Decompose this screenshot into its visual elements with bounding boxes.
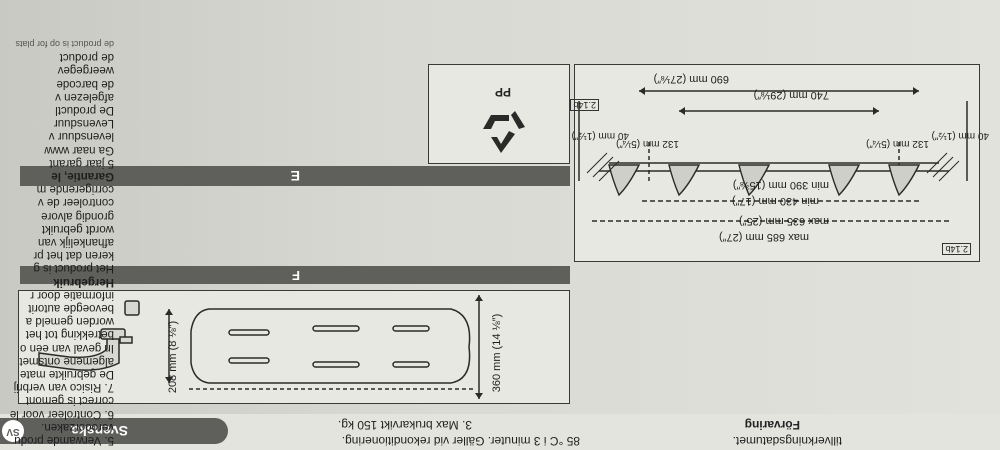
seat-outline-drawing xyxy=(38,295,483,399)
max-weight-text: 3. Max brukarvikt 150 kg. xyxy=(337,418,472,432)
dim-40-right-label: 40 mm (1½″) xyxy=(931,130,989,141)
dim-740-label: 740 mm (29⅛″) xyxy=(753,89,829,101)
dim-360-label: 360 mm (14 ⅛″) xyxy=(490,313,503,393)
heading-reuse: Hergebruik xyxy=(53,275,114,288)
max-635-label: max 635 mm (25″) xyxy=(738,215,829,227)
storage-heading: Förvaring xyxy=(744,418,800,432)
heading-warranty: Garantie, le xyxy=(51,169,114,182)
icon-2-14b-mid: 2.14b xyxy=(570,99,599,111)
icon-2-14b-top: 2.14b xyxy=(942,243,971,255)
dim-208-label: 208 mm (8 ⅛″) xyxy=(166,320,179,394)
section-f-letter: F xyxy=(292,268,300,283)
recycle-panel: PP xyxy=(428,64,570,164)
footer-partial: de product is op for plats xyxy=(15,38,114,49)
manufacture-date-text: tillverkningsdatumet. xyxy=(732,434,842,448)
side-lines-1: 5. Verwamde produ verooorzaken. 6. Contr… xyxy=(10,37,114,446)
section-e-letter: E xyxy=(290,168,300,184)
panel-e: 2.14b 690 mm (27⅛″) 740 mm (29⅛″) 40 mm … xyxy=(570,64,989,262)
grab-rail-install-drawing xyxy=(578,87,968,222)
panel-f: 360 mm (14 ⅛″) 208 mm (8 ⅛″) xyxy=(18,290,570,404)
recycle-icon xyxy=(483,111,525,153)
max-685-label: max 685 mm (27″) xyxy=(718,231,809,243)
dim-690-label: 690 mm (27⅛″) xyxy=(653,73,729,85)
min-390-label: min 390 mm (15⅜″) xyxy=(732,179,829,191)
dim-132-left-label: 132 mm (5¼″) xyxy=(615,138,679,149)
sterilize-text: 85 °C i 3 minuter. Gäller vid rekonditio… xyxy=(341,434,580,448)
side-column: 5. Verwamde produ verooorzaken. 6. Contr… xyxy=(0,0,120,450)
recycle-label: PP xyxy=(494,85,511,99)
language-bar: SV Svenska 3. Max brukarvikt 150 kg. 85 … xyxy=(0,414,1000,450)
min-430-label: min 430 mm (17″) xyxy=(731,195,819,207)
dim-132-right-label: 132 mm (5¼″) xyxy=(865,138,929,149)
